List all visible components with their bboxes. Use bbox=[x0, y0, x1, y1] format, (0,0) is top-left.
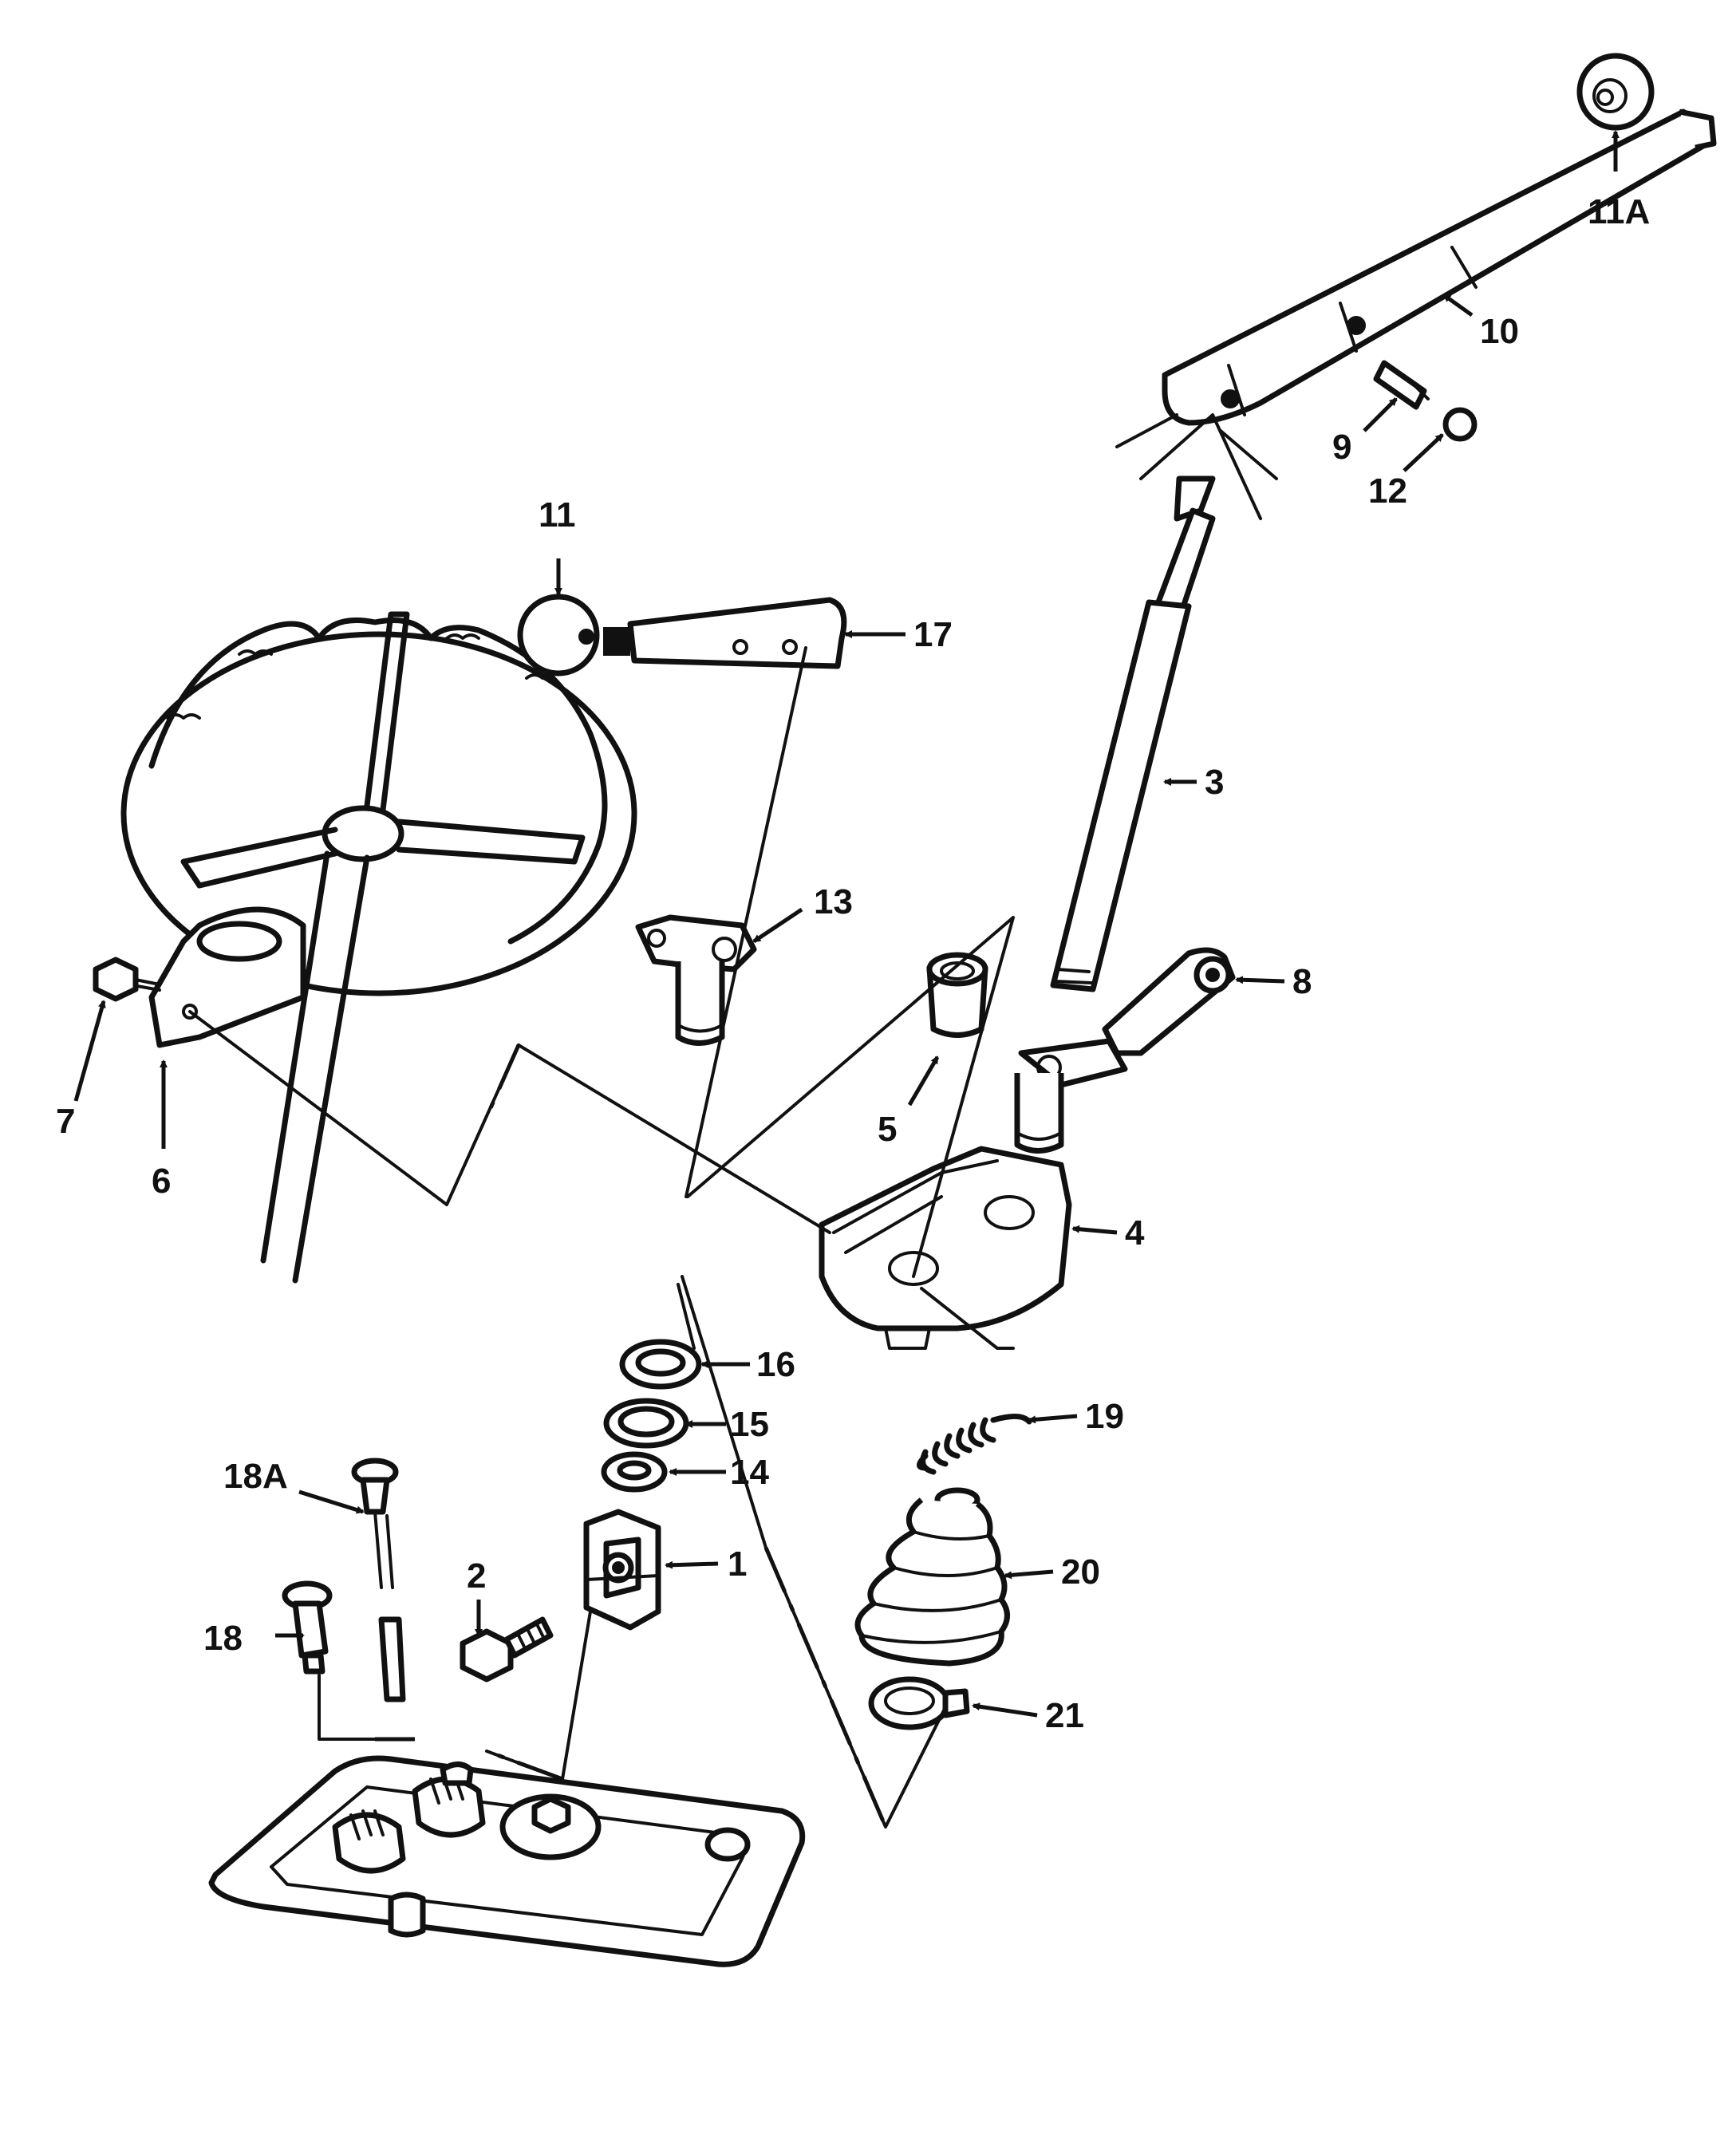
callout-15: 15 bbox=[730, 1405, 769, 1444]
callout-10: 10 bbox=[1480, 312, 1519, 351]
callout-2: 2 bbox=[467, 1556, 486, 1596]
ball-12 bbox=[1442, 407, 1478, 442]
washer-15 bbox=[603, 1398, 689, 1449]
callout-11: 11 bbox=[539, 495, 576, 535]
coupler-1 bbox=[583, 1509, 661, 1631]
upper-lever-10 bbox=[1162, 108, 1717, 426]
assembly-lines bbox=[188, 413, 1278, 1829]
knob-11 bbox=[517, 594, 600, 677]
callout-3: 3 bbox=[1205, 763, 1224, 802]
support-block-4 bbox=[819, 1146, 1072, 1350]
callout-8: 8 bbox=[1292, 962, 1312, 1001]
callout-14: 14 bbox=[730, 1453, 769, 1492]
column-bracket bbox=[148, 906, 306, 1048]
callout-4: 4 bbox=[1125, 1213, 1145, 1253]
callout-18: 18 bbox=[203, 1619, 243, 1658]
clevis-8 bbox=[1014, 947, 1236, 1154]
callout-7: 7 bbox=[56, 1102, 75, 1141]
callout-labels: 1 2 3 4 5 6 7 8 9 10 11 11A 12 13 14 15 … bbox=[56, 192, 1650, 1735]
callout-11a: 11A bbox=[1588, 192, 1650, 231]
callout-20: 20 bbox=[1061, 1552, 1100, 1592]
callout-13: 13 bbox=[814, 882, 853, 921]
boot-20 bbox=[854, 1487, 1010, 1667]
lever-17 bbox=[603, 597, 847, 669]
callout-12: 12 bbox=[1368, 471, 1407, 511]
callout-5: 5 bbox=[878, 1110, 897, 1149]
lever-arm-13 bbox=[635, 914, 757, 1046]
washer-14 bbox=[601, 1451, 668, 1493]
spring-19 bbox=[917, 1414, 1032, 1475]
callout-17: 17 bbox=[913, 615, 953, 654]
callout-21: 21 bbox=[1045, 1696, 1084, 1735]
plunger-18 bbox=[282, 1580, 333, 1675]
washer-16 bbox=[619, 1339, 702, 1390]
bolt-2 bbox=[460, 1616, 554, 1683]
callout-6: 6 bbox=[152, 1162, 171, 1201]
callout-16: 16 bbox=[756, 1345, 795, 1384]
bolt-7 bbox=[93, 957, 161, 1002]
shift-cover-plate bbox=[208, 1755, 806, 1967]
shift-rod-3 bbox=[1050, 475, 1216, 992]
pin-9 bbox=[1373, 360, 1430, 410]
plunger-18a bbox=[351, 1458, 406, 1702]
callout-19: 19 bbox=[1085, 1397, 1124, 1436]
steering-wheel bbox=[120, 611, 637, 1284]
callout-leaders bbox=[73, 130, 1620, 1718]
callout-18a: 18A bbox=[223, 1457, 288, 1496]
clamp-21 bbox=[868, 1676, 970, 1730]
callout-1: 1 bbox=[728, 1544, 747, 1584]
callout-9: 9 bbox=[1332, 428, 1351, 467]
knob-11a bbox=[1576, 53, 1655, 131]
